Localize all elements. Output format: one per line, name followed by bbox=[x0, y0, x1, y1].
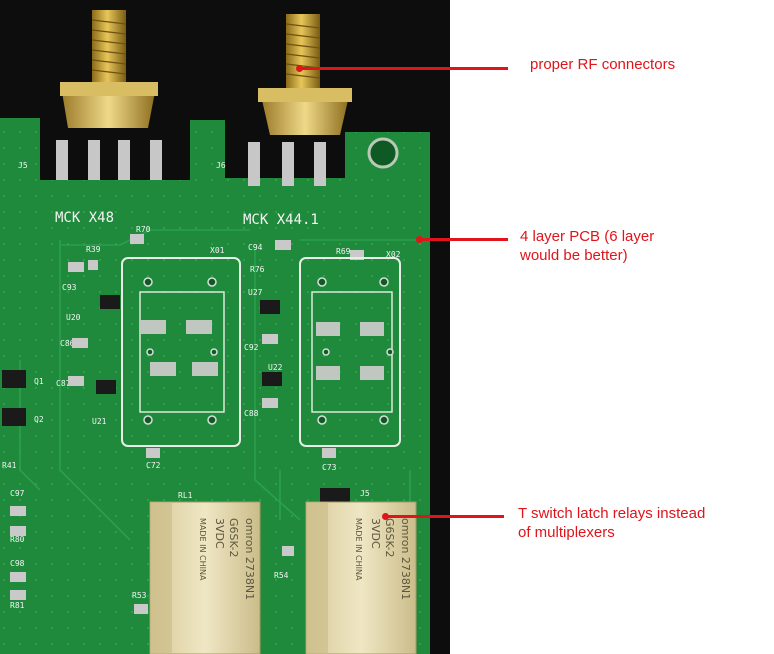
silk-module-left: X01 bbox=[210, 246, 225, 255]
module-footprints bbox=[121, 257, 401, 447]
silk-component-labels: R70 R39 C93 U20 C86 C87 U21 C94 R76 U27 … bbox=[2, 225, 351, 610]
rf-connector-right bbox=[248, 14, 352, 186]
silk-connector-right: J6 bbox=[216, 161, 226, 170]
arrow-dot-relays bbox=[382, 513, 389, 520]
arrow-dot-pcb-layers bbox=[416, 236, 423, 243]
silk-header-right: MCK X44.1 bbox=[243, 212, 319, 228]
annotation-pcb-layers: 4 layer PCB (6 layer would be better) bbox=[520, 228, 655, 264]
svg-text:R53: R53 bbox=[132, 591, 147, 600]
module-pads bbox=[140, 320, 384, 380]
svg-text:omron 2738N1: omron 2738N1 bbox=[399, 518, 412, 600]
svg-text:C72: C72 bbox=[146, 461, 161, 470]
svg-text:U22: U22 bbox=[268, 363, 283, 372]
svg-text:C98: C98 bbox=[10, 559, 25, 568]
arrow-dot-rf-connectors bbox=[296, 65, 303, 72]
svg-text:omron 2738N1: omron 2738N1 bbox=[243, 518, 256, 600]
arrow-relays bbox=[386, 515, 504, 518]
svg-text:U27: U27 bbox=[248, 288, 263, 297]
svg-text:3VDC: 3VDC bbox=[369, 518, 382, 549]
mounting-hole bbox=[367, 137, 399, 169]
pcb-photo: MCK X48 MCK X44.1 J5 J6 X01 X02 RL1 J5 R… bbox=[0, 0, 450, 654]
svg-text:R80: R80 bbox=[10, 535, 25, 544]
silk-relay-right: J5 bbox=[360, 489, 370, 498]
svg-text:R41: R41 bbox=[2, 461, 17, 470]
arrow-rf-connectors bbox=[300, 67, 508, 70]
silk-header-left: MCK X48 bbox=[55, 210, 114, 226]
vias bbox=[143, 277, 394, 425]
svg-text:C73: C73 bbox=[322, 463, 337, 472]
svg-text:R70: R70 bbox=[136, 225, 151, 234]
svg-text:R76: R76 bbox=[250, 265, 265, 274]
svg-text:C94: C94 bbox=[248, 243, 263, 252]
svg-text:C93: C93 bbox=[62, 283, 77, 292]
annotation-relays: T switch latch relays instead of multipl… bbox=[518, 505, 706, 541]
rf-connector-left bbox=[56, 10, 162, 180]
svg-text:C92: C92 bbox=[244, 343, 259, 352]
svg-text:MADE IN CHINA: MADE IN CHINA bbox=[354, 518, 363, 581]
svg-text:G6SK-2: G6SK-2 bbox=[227, 518, 240, 558]
svg-text:C88: C88 bbox=[244, 409, 259, 418]
svg-text:R69: R69 bbox=[336, 247, 351, 256]
svg-text:MADE IN CHINA: MADE IN CHINA bbox=[198, 518, 207, 581]
svg-text:C97: C97 bbox=[10, 489, 25, 498]
svg-text:Q2: Q2 bbox=[34, 415, 44, 424]
svg-text:U21: U21 bbox=[92, 417, 107, 426]
relay-left: omron 2738N1 G6SK-2 3VDC MADE IN CHINA bbox=[149, 501, 261, 654]
svg-text:R39: R39 bbox=[86, 245, 101, 254]
annotation-rf-connectors: proper RF connectors bbox=[530, 56, 676, 73]
svg-text:Q1: Q1 bbox=[34, 377, 44, 386]
svg-text:3VDC: 3VDC bbox=[213, 518, 226, 549]
silk-relay-left: RL1 bbox=[178, 491, 193, 500]
silk-module-right: X02 bbox=[386, 250, 401, 259]
svg-text:R54: R54 bbox=[274, 571, 289, 580]
arrow-pcb-layers bbox=[420, 238, 508, 241]
svg-text:C87: C87 bbox=[56, 379, 71, 388]
svg-text:U20: U20 bbox=[66, 313, 81, 322]
smd-components bbox=[2, 234, 364, 614]
svg-text:G6SK-2: G6SK-2 bbox=[383, 518, 396, 558]
silk-connector-left: J5 bbox=[18, 161, 28, 170]
relay-right: omron 2738N1 G6SK-2 3VDC MADE IN CHINA bbox=[305, 501, 417, 654]
svg-text:C86: C86 bbox=[60, 339, 75, 348]
svg-text:R81: R81 bbox=[10, 601, 25, 610]
